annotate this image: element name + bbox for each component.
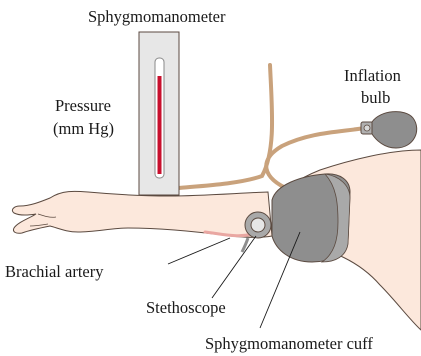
- label-sphygmomanometer: Sphygmomanometer: [88, 7, 226, 26]
- label-brachial-artery: Brachial artery: [5, 262, 104, 281]
- gauge-tube: [178, 65, 272, 188]
- mercury-column: [158, 76, 162, 174]
- label-sphygmomanometer-cuff: Sphygmomanometer cuff: [205, 334, 373, 353]
- leader-stethoscope: [212, 236, 256, 298]
- forearm-and-hand: [12, 191, 272, 237]
- leader-brachial-artery: [168, 238, 230, 264]
- sphygmomanometer-cuff-shape: [272, 174, 350, 262]
- label-bulb: bulb: [361, 88, 390, 107]
- label-pressure: Pressure: [55, 96, 111, 115]
- label-inflation: Inflation: [344, 66, 401, 85]
- inflation-bulb: [361, 112, 417, 148]
- label-pressure-units: (mm Hg): [53, 119, 114, 138]
- label-stethoscope: Stethoscope: [146, 298, 226, 317]
